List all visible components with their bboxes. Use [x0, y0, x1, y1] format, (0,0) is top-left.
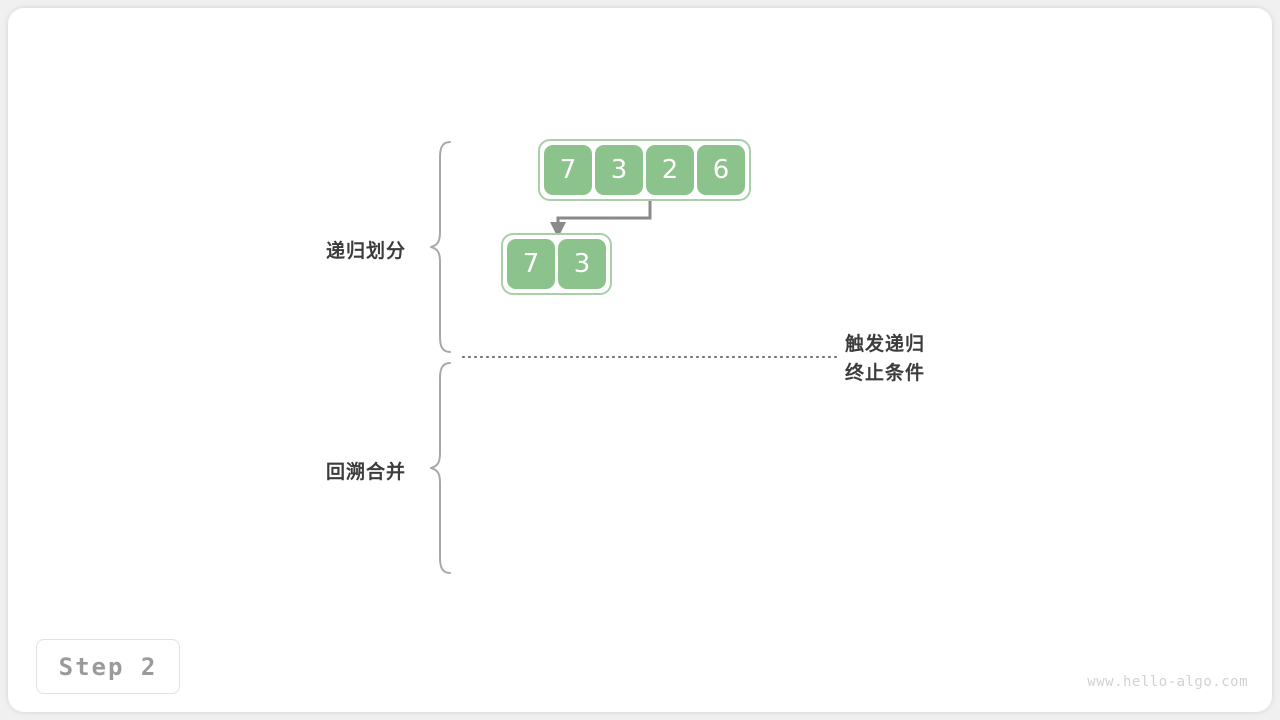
termination-annotation: 触发递归 终止条件 [845, 330, 925, 388]
recursion-arrow [550, 199, 652, 238]
brace-divide [430, 141, 451, 353]
section-label-merge: 回溯合并 [325, 462, 406, 483]
array-cell: 7 [507, 239, 555, 289]
array-cell: 3 [558, 239, 606, 289]
array-cell: 3 [595, 145, 643, 195]
brace-merge [430, 362, 451, 574]
white-card [8, 8, 1272, 712]
footer-url: www.hello-algo.com [1087, 674, 1248, 690]
array-cell: 6 [697, 145, 745, 195]
annotation-line-2: 终止条件 [845, 363, 926, 384]
step-badge: Step 2 [36, 639, 180, 694]
left-subarray: 7 3 [501, 233, 612, 295]
annotation-line-1: 触发递归 [845, 334, 926, 355]
section-label-divide: 递归划分 [325, 241, 406, 262]
array-cell: 7 [544, 145, 592, 195]
original-array: 7 3 2 6 [538, 139, 751, 201]
array-cell: 2 [646, 145, 694, 195]
